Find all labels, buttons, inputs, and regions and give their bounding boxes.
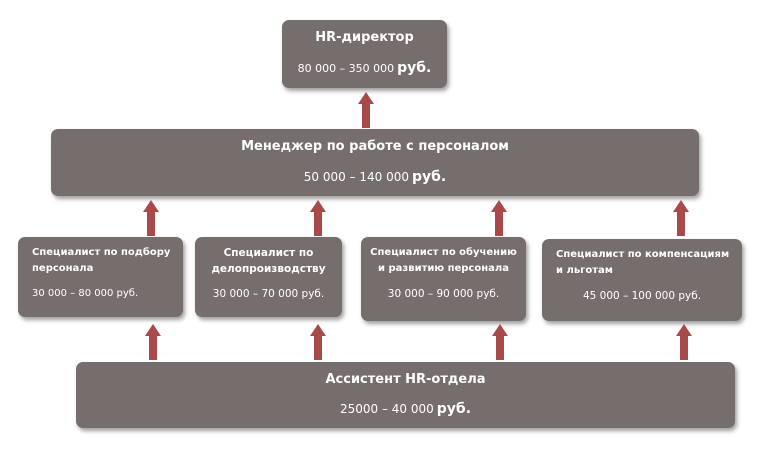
node-salary: 45 000 – 100 000 руб. [582, 290, 702, 302]
arrow-up-icon [310, 324, 326, 360]
arrow-up-icon [145, 324, 161, 360]
node-title: Ассистент HR-отдела [325, 372, 486, 387]
salary-range: 50 000 – 140 000 [303, 170, 409, 184]
node-title-line: делопроизводству [211, 263, 326, 275]
arrow-up-icon [358, 92, 374, 128]
node-title-line: и развитию персонала [378, 263, 509, 274]
node-training-specialist: Специалист по обучению и развитию персон… [361, 237, 526, 321]
node-compensation-specialist: Специалист по компенсациям и льготам 45 … [542, 239, 742, 321]
node-title-line: Специалист по [223, 247, 314, 259]
arrow-up-icon [310, 200, 326, 236]
node-title-line: Специалист по обучению [370, 247, 517, 258]
salary-range: 80 000 – 350 000 [297, 62, 395, 75]
node-records-specialist: Специалист по делопроизводству 30 000 – … [195, 237, 342, 317]
node-hr-manager: Менеджер по работе с персоналом 50 000 –… [51, 129, 699, 196]
node-title: Менеджер по работе с персоналом [241, 139, 509, 154]
salary-currency: руб. [436, 401, 472, 417]
salary-currency: руб. [412, 169, 447, 185]
arrow-up-icon [491, 200, 507, 236]
node-title: HR-директор [315, 30, 414, 45]
node-salary: 30 000 – 90 000 руб. [387, 288, 500, 300]
arrow-up-icon [143, 200, 159, 236]
arrow-up-icon [673, 200, 689, 236]
salary-currency: руб. [397, 60, 432, 76]
salary-range: 25000 – 40 000 [339, 402, 434, 416]
arrow-up-icon [492, 324, 508, 360]
node-recruitment-specialist: Специалист по подбору персонала 30 000 –… [18, 237, 183, 317]
node-title-line: персонала [32, 263, 94, 274]
node-title-line: и льготам [556, 265, 613, 276]
node-title-line: Специалист по компенсациям [556, 249, 730, 260]
arrow-up-icon [676, 324, 692, 360]
node-salary: 30 000 – 80 000 руб. [32, 288, 139, 299]
node-salary: 30 000 – 70 000 руб. [212, 288, 325, 300]
node-title-line: Специалист по подбору [32, 247, 171, 258]
